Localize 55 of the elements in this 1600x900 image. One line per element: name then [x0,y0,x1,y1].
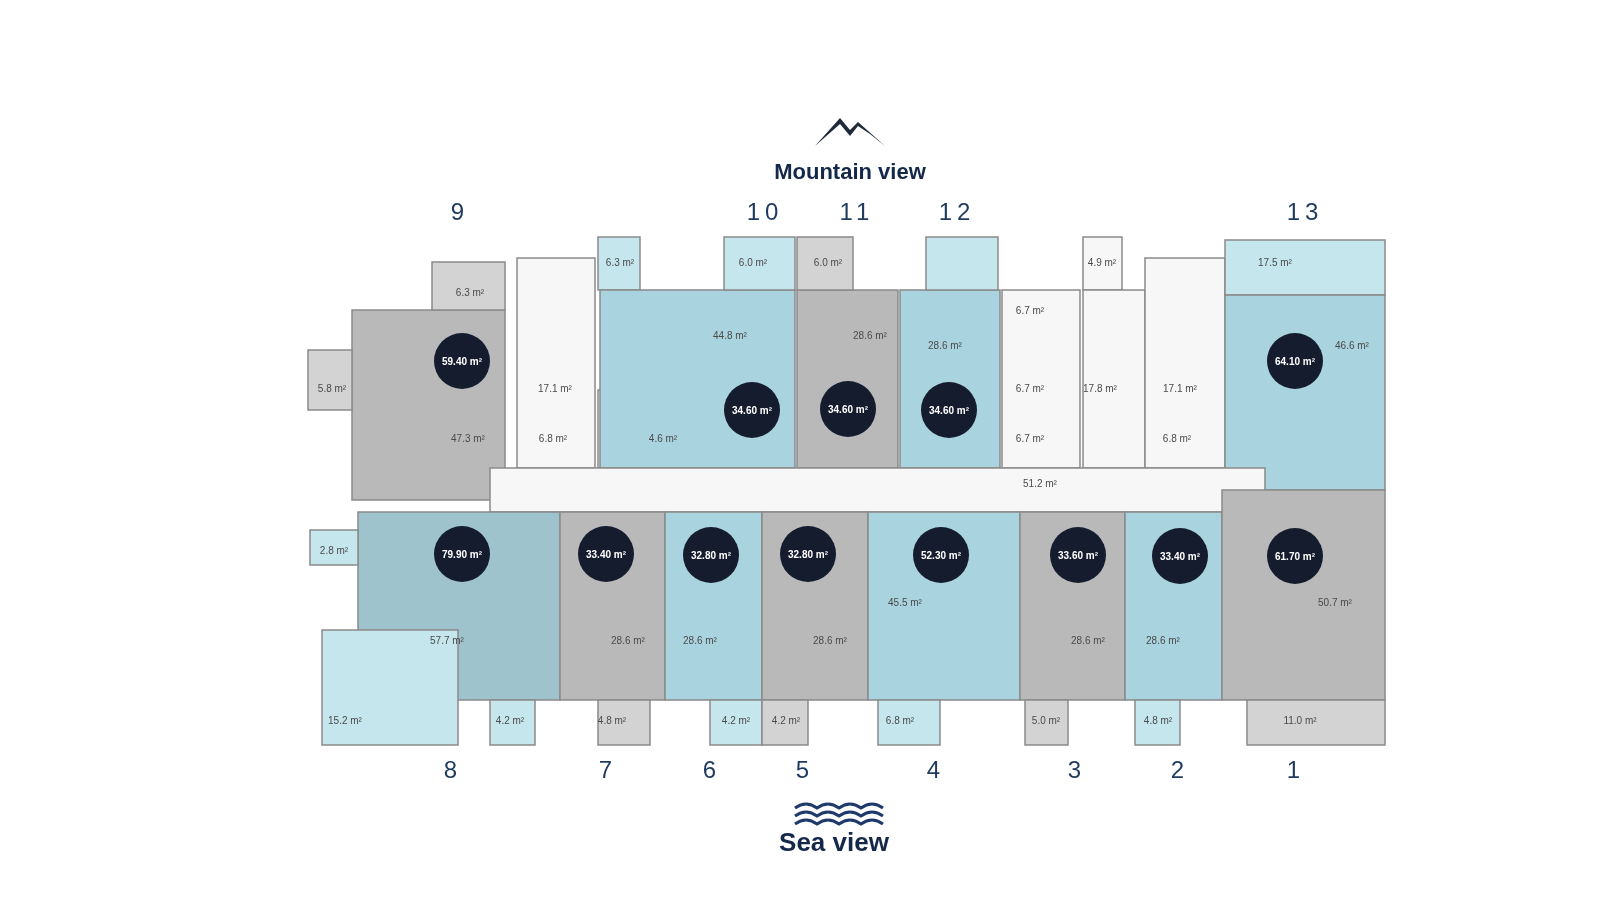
unit-number: 6 [702,756,722,784]
room-area-label: 50.7 m² [1318,596,1352,608]
room-area-label: 28.6 m² [1146,634,1180,646]
room-area-label: 45.5 m² [888,596,922,608]
room-area-label: 6.3 m² [605,256,635,268]
view-heading: Mountain view [774,159,926,185]
room-area-label: 28.6 m² [1071,634,1105,646]
room-area-label: 44.8 m² [713,329,747,341]
room-area-label: 2.8 m² [319,544,349,556]
room-area-label: 4.9 m² [1087,256,1117,268]
room-area-label: 4.2 m² [495,714,525,726]
room-area-label: 6.8 m² [538,432,568,444]
unit-number: 13 [1286,198,1324,226]
room-area-label: 6.8 m² [1162,432,1192,444]
unit-number: 10 [746,198,784,226]
room-area-label: 6.0 m² [738,256,768,268]
unit-number: 11 [839,198,875,226]
room-area-label: 6.7 m² [1015,382,1045,394]
unit-number: 3 [1067,756,1087,784]
unit-number: 7 [598,756,618,784]
room-area-label: 17.8 m² [1083,382,1117,394]
room-area-label: 6.8 m² [885,714,915,726]
room-area-label: 47.3 m² [451,432,485,444]
room-area-label: 6.7 m² [1015,304,1045,316]
room-area-label: 28.6 m² [683,634,717,646]
room-area-label: 28.6 m² [813,634,847,646]
room-area-label: 15.2 m² [328,714,362,726]
room-area-label: 11.0 m² [1283,714,1317,726]
unit-number: 2 [1170,756,1190,784]
unit-number: 4 [926,756,946,784]
room-area-label: 4.6 m² [648,432,678,444]
room-area-label: 28.6 m² [611,634,645,646]
room-area-label: 5.8 m² [317,382,347,394]
unit-number: 5 [795,756,815,784]
room-area-label: 28.6 m² [928,339,962,351]
room-area-label: 6.7 m² [1015,432,1045,444]
room-area-label: 17.1 m² [1163,382,1197,394]
room-area-label: 46.6 m² [1335,339,1369,351]
room-area-label: 17.1 m² [538,382,572,394]
room-area-label: 6.0 m² [813,256,843,268]
room-area-label: 57.7 m² [430,634,464,646]
unit-number: 12 [938,198,976,226]
room-area-label: 4.8 m² [1143,714,1173,726]
unit-number: 1 [1286,756,1306,784]
room-area-label: 5.0 m² [1031,714,1061,726]
unit-number: 8 [443,756,463,784]
view-heading: Sea view [779,826,889,858]
unit-number: 9 [450,198,470,226]
room-area-label: 4.2 m² [721,714,751,726]
room-area-label: 51.2 m² [1023,477,1057,489]
room-area-label: 6.3 m² [455,286,485,298]
room-area-label: 4.2 m² [771,714,801,726]
room-area-label: 17.5 m² [1258,256,1292,268]
room-area-label: 4.8 m² [597,714,627,726]
room-area-label: 28.6 m² [853,329,887,341]
